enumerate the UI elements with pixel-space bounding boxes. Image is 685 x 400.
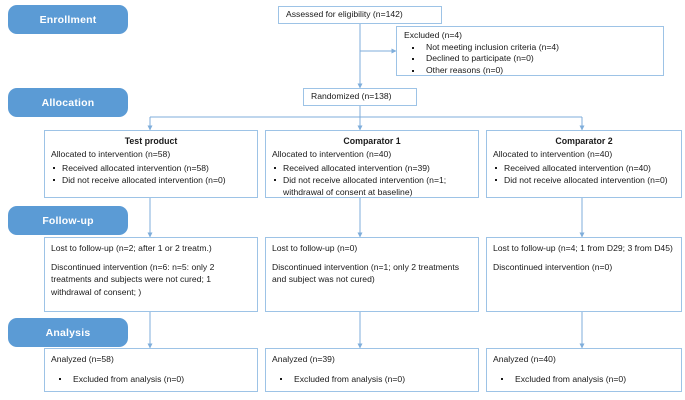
allocated-text: Allocated to intervention (n=40) xyxy=(493,149,613,160)
list-item: Excluded from analysis (n=0) xyxy=(51,373,251,385)
lost-to-followup-text: Lost to follow-up (n=2; after 1 or 2 tre… xyxy=(51,243,212,253)
list-item: Did not receive allocated intervention (… xyxy=(493,174,675,186)
excluded-title: Excluded (n=4) xyxy=(404,30,463,40)
stage-pill-followup: Follow-up xyxy=(8,206,128,235)
excluded-box: Excluded (n=4) Not meeting inclusion cri… xyxy=(396,26,664,76)
followup-box-comparator-2: Lost to follow-up (n=4; 1 from D29; 3 fr… xyxy=(486,237,682,312)
excluded-reasons-list: Not meeting inclusion criteria (n=4) Dec… xyxy=(404,42,656,76)
list-item: Other reasons (n=0) xyxy=(404,65,656,76)
analysis-bullets: Excluded from analysis (n=0) xyxy=(272,373,472,385)
stage-pill-allocation: Allocation xyxy=(8,88,128,117)
followup-box-test-product: Lost to follow-up (n=2; after 1 or 2 tre… xyxy=(44,237,258,312)
stage-pill-enrollment: Enrollment xyxy=(8,5,128,34)
allocation-bullets: Received allocated intervention (n=39) D… xyxy=(272,162,472,199)
allocated-text: Allocated to intervention (n=40) xyxy=(272,149,392,160)
allocation-title: Comparator 1 xyxy=(343,136,401,146)
followup-box-comparator-1: Lost to follow-up (n=0) Discontinued int… xyxy=(265,237,479,312)
discontinued-text: Discontinued intervention (n=0) xyxy=(493,262,613,273)
stage-label: Analysis xyxy=(45,326,91,339)
analyzed-text: Analyzed (n=40) xyxy=(493,354,556,364)
list-item: Did not receive allocated intervention (… xyxy=(272,174,472,198)
randomized-box: Randomized (n=138) xyxy=(303,88,417,106)
allocation-box-comparator-2: Comparator 2 Allocated to intervention (… xyxy=(486,130,682,198)
allocated-text: Allocated to intervention (n=58) xyxy=(51,149,171,160)
allocation-box-test-product: Test product Allocated to intervention (… xyxy=(44,130,258,198)
randomized-text: Randomized (n=138) xyxy=(311,91,392,102)
list-item: Received allocated intervention (n=58) xyxy=(51,162,251,174)
analysis-box-comparator-2: Analyzed (n=40) Excluded from analysis (… xyxy=(486,348,682,392)
list-item: Did not receive allocated intervention (… xyxy=(51,174,251,186)
analysis-bullets: Excluded from analysis (n=0) xyxy=(493,373,675,385)
stage-label: Allocation xyxy=(41,96,95,109)
lost-to-followup-text: Lost to follow-up (n=4; 1 from D29; 3 fr… xyxy=(493,243,673,253)
discontinued-text: Discontinued intervention (n=1; only 2 t… xyxy=(272,262,460,285)
list-item: Received allocated intervention (n=39) xyxy=(272,162,472,174)
list-item: Declined to participate (n=0) xyxy=(404,53,656,64)
analysis-bullets: Excluded from analysis (n=0) xyxy=(51,373,251,385)
analyzed-text: Analyzed (n=39) xyxy=(272,354,335,364)
analysis-box-comparator-1: Analyzed (n=39) Excluded from analysis (… xyxy=(265,348,479,392)
assessed-text: Assessed for eligibility (n=142) xyxy=(286,9,403,20)
list-item: Received allocated intervention (n=40) xyxy=(493,162,675,174)
allocation-title: Comparator 2 xyxy=(555,136,613,146)
list-item: Not meeting inclusion criteria (n=4) xyxy=(404,42,656,53)
analyzed-text: Analyzed (n=58) xyxy=(51,354,114,364)
list-item: Excluded from analysis (n=0) xyxy=(493,373,675,385)
lost-to-followup-text: Lost to follow-up (n=0) xyxy=(272,243,358,253)
allocation-title: Test product xyxy=(124,136,178,146)
assessed-for-eligibility-box: Assessed for eligibility (n=142) xyxy=(278,6,442,24)
stage-pill-analysis: Analysis xyxy=(8,318,128,347)
allocation-box-comparator-1: Comparator 1 Allocated to intervention (… xyxy=(265,130,479,198)
stage-label: Follow-up xyxy=(42,214,94,227)
allocation-bullets: Received allocated intervention (n=58) D… xyxy=(51,162,251,186)
analysis-box-test-product: Analyzed (n=58) Excluded from analysis (… xyxy=(44,348,258,392)
stage-label: Enrollment xyxy=(39,13,97,26)
discontinued-text: Discontinued intervention (n=6: n=5: onl… xyxy=(51,262,215,297)
allocation-bullets: Received allocated intervention (n=40) D… xyxy=(493,162,675,186)
list-item: Excluded from analysis (n=0) xyxy=(272,373,472,385)
